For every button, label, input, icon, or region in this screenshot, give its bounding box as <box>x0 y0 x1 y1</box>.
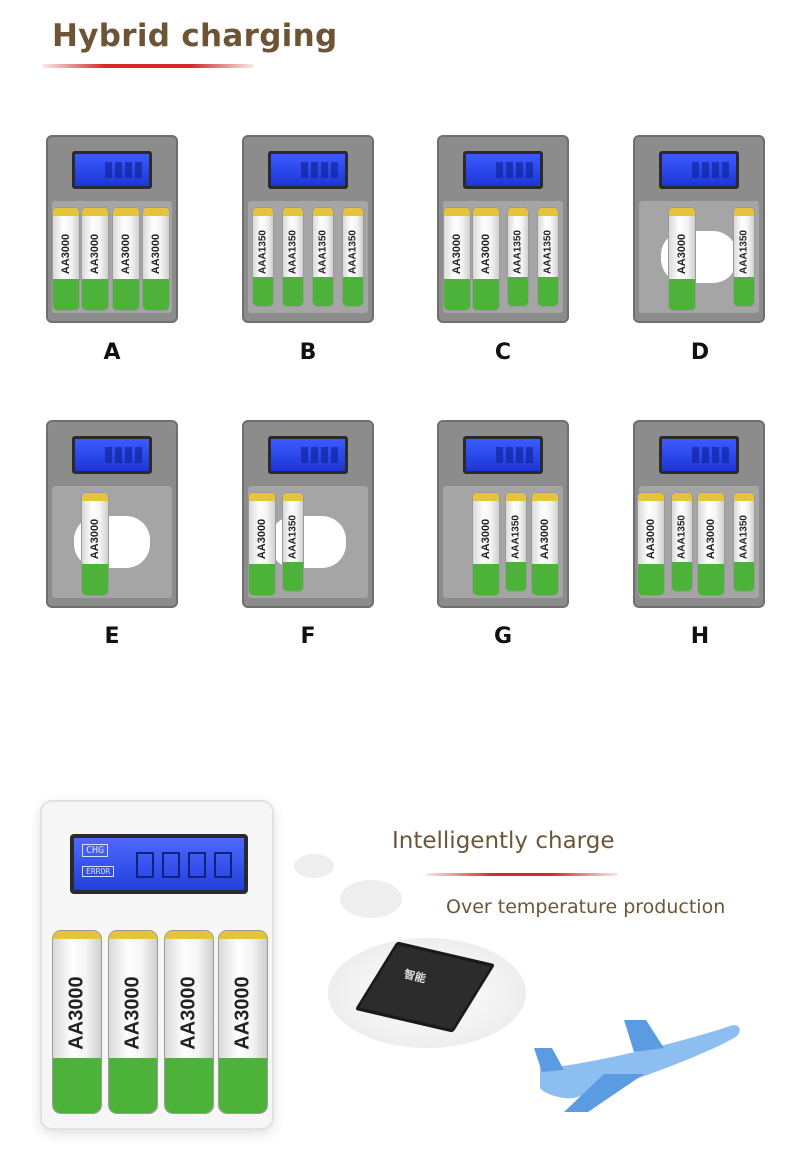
battery: AA3000 <box>472 207 500 311</box>
battery: AA3000 <box>248 492 276 596</box>
lcd-display <box>463 436 543 474</box>
battery: AA3000 <box>52 930 102 1114</box>
battery: AAA1350 <box>505 492 527 592</box>
lcd-display <box>268 436 348 474</box>
battery: AA3000 <box>668 207 696 311</box>
battery: AAA1350 <box>733 207 755 307</box>
config-label-d: D <box>690 340 710 365</box>
feature-subline: Over temperature production <box>446 896 726 918</box>
battery: AA3000 <box>52 207 80 311</box>
charger-config-e: AA3000 <box>46 420 178 608</box>
charger-config-f: AA3000 AAA1350 <box>242 420 374 608</box>
charger-config-g: AA3000 AAA1350 AA3000 <box>437 420 569 608</box>
battery-level-icon <box>162 852 180 878</box>
lcd-display <box>72 151 152 189</box>
config-label-h: H <box>690 624 710 649</box>
battery: AAA1350 <box>733 492 755 592</box>
battery-level-icon <box>214 852 232 878</box>
page-title: Hybrid charging <box>52 18 338 54</box>
feature-headline: Intelligently charge <box>392 828 615 854</box>
battery: AAA1350 <box>282 492 304 592</box>
lcd-chg-indicator: CHG <box>82 844 109 857</box>
battery-level-icon <box>188 852 206 878</box>
battery: AA3000 <box>637 492 665 596</box>
lcd-display: CHG ERROR <box>70 834 248 894</box>
config-label-g: G <box>493 624 513 649</box>
config-label-c: C <box>494 340 512 365</box>
charger-config-h: AA3000 AAA1350 AA3000 AAA1350 <box>633 420 765 608</box>
battery: AA3000 <box>218 930 268 1114</box>
config-label-a: A <box>103 340 121 365</box>
charger-config-d: AA3000 AAA1350 <box>633 135 765 323</box>
battery: AAA1350 <box>282 207 304 307</box>
cloud-decoration <box>340 880 402 918</box>
config-label-b: B <box>299 340 317 365</box>
battery: AAA1350 <box>252 207 274 307</box>
battery: AA3000 <box>142 207 170 311</box>
config-label-f: F <box>300 624 316 649</box>
lcd-display <box>72 436 152 474</box>
title-underline <box>42 64 254 68</box>
airplane-icon <box>534 1020 740 1112</box>
charger-config-a: AA3000 AA3000 AA3000 AA3000 <box>46 135 178 323</box>
battery: AAA1350 <box>312 207 334 307</box>
battery: AA3000 <box>164 930 214 1114</box>
battery-level-icon <box>136 852 154 878</box>
battery: AA3000 <box>531 492 559 596</box>
lcd-display <box>659 151 739 189</box>
battery: AA3000 <box>443 207 471 311</box>
lcd-display <box>268 151 348 189</box>
battery: AAA1350 <box>537 207 559 307</box>
battery: AA3000 <box>697 492 725 596</box>
charger-config-c: AA3000 AA3000 AAA1350 AAA1350 <box>437 135 569 323</box>
battery: AA3000 <box>112 207 140 311</box>
config-label-e: E <box>104 624 120 649</box>
battery: AAA1350 <box>342 207 364 307</box>
battery: AA3000 <box>81 492 109 596</box>
battery: AA3000 <box>472 492 500 596</box>
charger-config-b: AAA1350 AAA1350 AAA1350 AAA1350 <box>242 135 374 323</box>
lcd-display <box>463 151 543 189</box>
smart-charger-illustration: CHG ERROR AA3000 AA3000 AA3000 AA3000 <box>40 800 274 1130</box>
battery: AAA1350 <box>507 207 529 307</box>
lcd-error-indicator: ERROR <box>82 866 115 877</box>
headline-underline <box>426 873 618 876</box>
battery: AA3000 <box>81 207 109 311</box>
battery: AA3000 <box>108 930 158 1114</box>
cloud-decoration <box>294 854 334 878</box>
lcd-display <box>659 436 739 474</box>
battery: AAA1350 <box>671 492 693 592</box>
